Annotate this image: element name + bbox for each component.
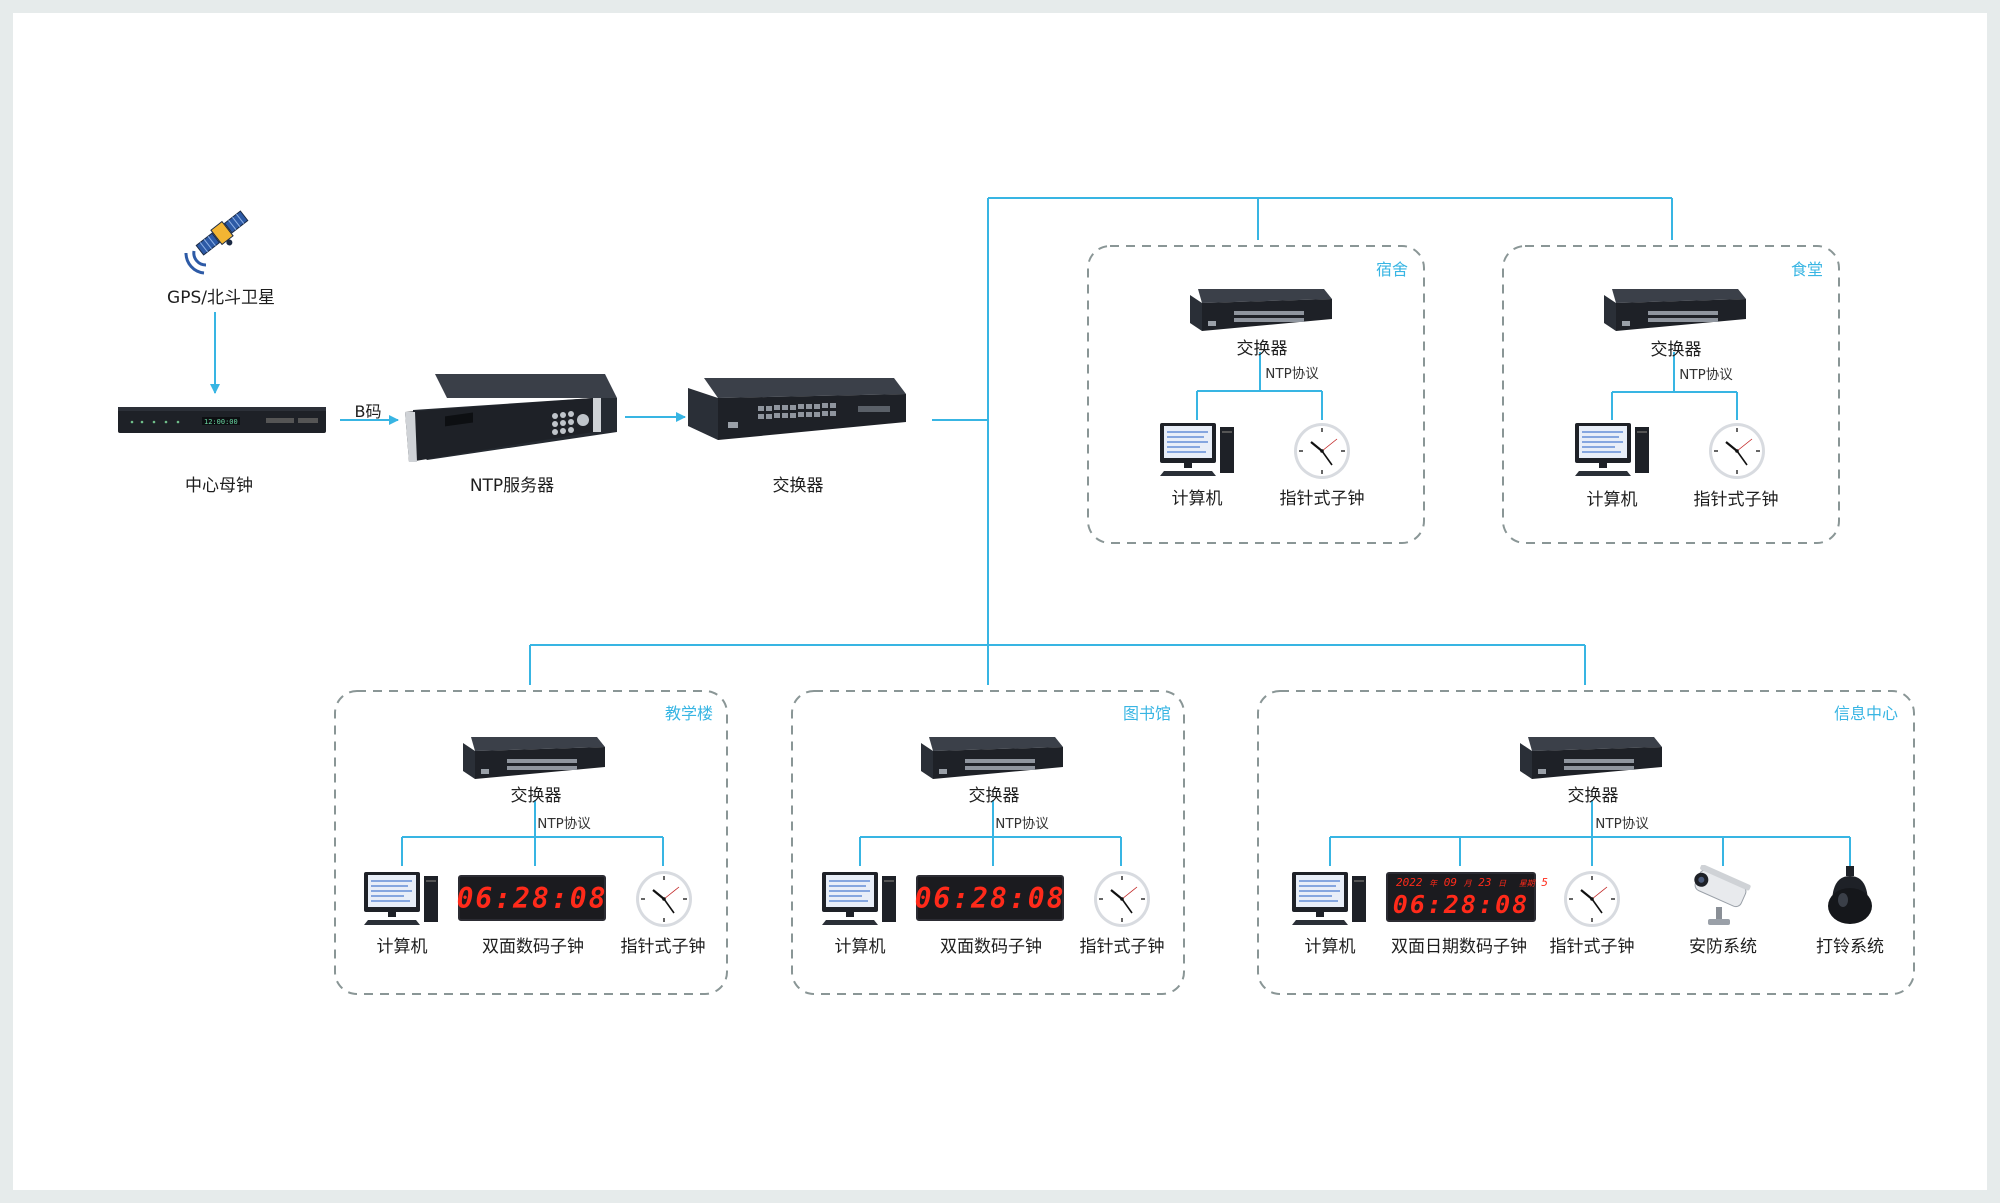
canteen-protocol-label: NTP协议 (1679, 367, 1733, 383)
security-camera-icon (1694, 865, 1751, 925)
info-center-date-clock-icon: 2022 年 09 月 23 日 星期 5 06:28:08 (1386, 872, 1548, 922)
date-clock-time: 06:28:08 (1392, 890, 1530, 919)
info-center-protocol-label: NTP协议 (1595, 816, 1649, 832)
teaching-protocol-label: NTP协议 (537, 816, 591, 832)
dorm-device-label-clock: 指针式子钟 (1279, 489, 1365, 509)
zone-title-dorm: 宿舍 (1375, 260, 1408, 279)
ntp-server-label: NTP服务器 (469, 476, 555, 496)
info-center-device-label-bell: 打铃系统 (1816, 937, 1884, 957)
teaching-switch-icon (463, 737, 605, 779)
teaching-device-label-computer: 计算机 (376, 937, 428, 957)
master-clock-icon: 12:00:00 (118, 407, 326, 433)
library-device-label-computer: 计算机 (834, 937, 886, 957)
svg-text:12:00:00: 12:00:00 (204, 418, 238, 426)
info-center-device-label-date-clock: 双面日期数码子钟 (1391, 937, 1527, 957)
library-device-label-digital: 双面数码子钟 (940, 937, 1042, 957)
teaching-device-label-clock: 指针式子钟 (620, 937, 706, 957)
dorm-device-label-computer: 计算机 (1171, 489, 1223, 509)
ntp-server-icon (405, 374, 617, 462)
date-clock-year: 2022 (1396, 876, 1423, 889)
dorm-protocol-label: NTP协议 (1265, 366, 1319, 382)
bcode-label: B码 (354, 402, 382, 421)
library-switch-label: 交换器 (968, 786, 1020, 806)
teaching-wall-clock-icon (636, 871, 692, 927)
info-center-switch-icon (1520, 737, 1662, 779)
info-center-device-label-computer: 计算机 (1304, 937, 1356, 957)
date-clock-weekday: 5 (1541, 876, 1548, 889)
school-bell-icon (1828, 866, 1872, 924)
library-wall-clock-icon (1094, 871, 1150, 927)
dorm-switch-label: 交换器 (1236, 339, 1288, 359)
date-clock-month: 09 (1443, 876, 1457, 889)
teaching-digital-clock-time: 06:28:08 (456, 881, 608, 915)
main-switch-label: 交换器 (772, 476, 824, 496)
zone-title-library: 图书馆 (1122, 704, 1171, 723)
canteen-switch-icon (1604, 289, 1746, 331)
teaching-switch-label: 交换器 (510, 786, 562, 806)
canteen-computer-icon (1575, 423, 1649, 476)
date-clock-day: 23 (1478, 876, 1492, 889)
main-switch-icon (688, 378, 906, 440)
info-center-device-label-security: 安防系统 (1689, 937, 1757, 957)
dorm-wall-clock-icon (1294, 423, 1350, 479)
canteen-switch-label: 交换器 (1650, 340, 1702, 360)
canteen-device-label-clock: 指针式子钟 (1693, 490, 1779, 510)
zone-title-info-center: 信息中心 (1833, 704, 1898, 723)
zone-title-canteen: 食堂 (1790, 260, 1823, 279)
satellite-label: GPS/北斗卫星 (167, 288, 275, 308)
info-center-wall-clock-icon (1564, 871, 1620, 927)
info-center-device-label-clock: 指针式子钟 (1549, 937, 1635, 957)
teaching-digital-clock-icon: 06:28:08 (456, 875, 608, 921)
canteen-device-label-computer: 计算机 (1586, 490, 1638, 510)
library-protocol-label: NTP协议 (995, 816, 1049, 832)
master-clock-label: 中心母钟 (185, 476, 253, 496)
teaching-device-label-digital: 双面数码子钟 (482, 937, 584, 957)
library-computer-icon (822, 872, 896, 925)
zone-title-teaching: 教学楼 (664, 704, 713, 723)
dorm-switch-icon (1190, 289, 1332, 331)
library-device-label-clock: 指针式子钟 (1079, 937, 1165, 957)
teaching-computer-icon (364, 872, 438, 925)
canteen-wall-clock-icon (1709, 423, 1765, 479)
info-center-computer-icon (1292, 872, 1366, 925)
dorm-computer-icon (1160, 423, 1234, 476)
library-digital-clock-time: 06:28:08 (914, 881, 1066, 915)
satellite-icon (184, 210, 249, 275)
library-switch-icon (921, 737, 1063, 779)
library-digital-clock-icon: 06:28:08 (914, 875, 1066, 921)
info-center-switch-label: 交换器 (1567, 786, 1619, 806)
